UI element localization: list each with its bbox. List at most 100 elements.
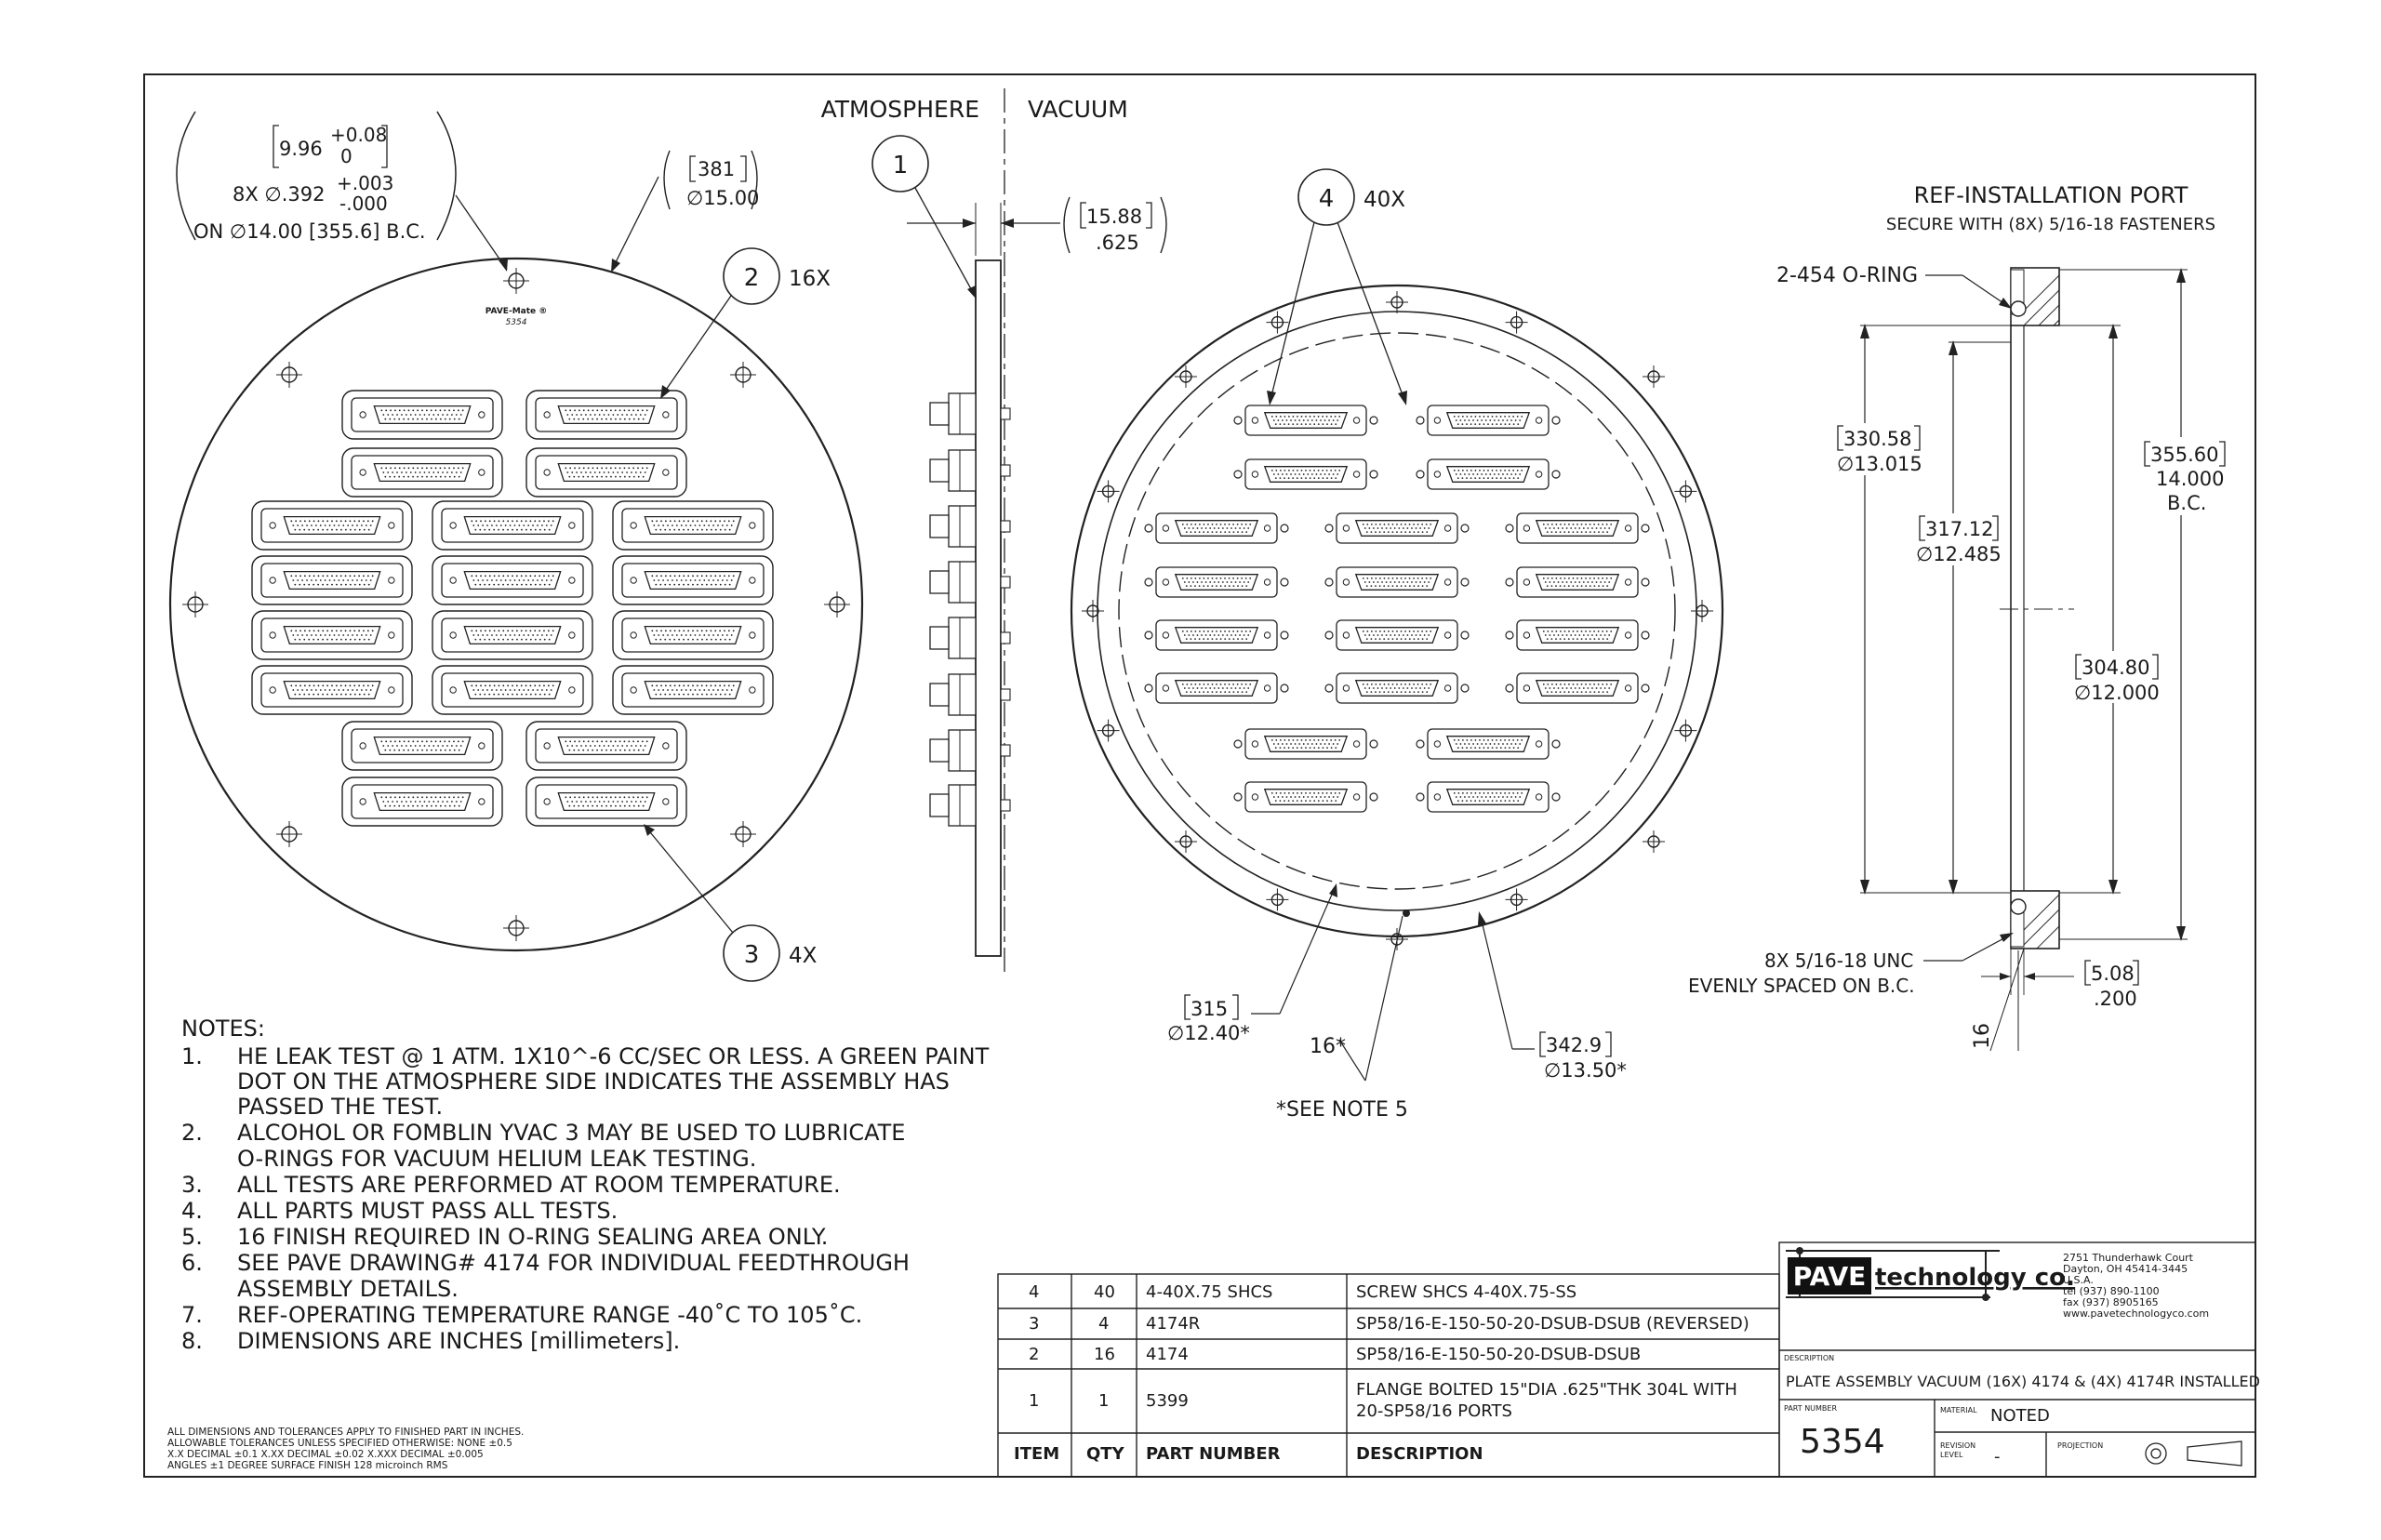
leak-test-dot [1403, 909, 1410, 917]
hole-bolt-circle: ON ∅14.00 [355.6] B.C. [193, 220, 426, 243]
rear-dsub-connector [1505, 566, 1650, 598]
bom-row-part: 4-40X.75 SHCS [1146, 1282, 1273, 1302]
thickness-paren [1063, 196, 1167, 254]
front-plate-outline [168, 257, 864, 952]
dim-outer-bracket [1539, 1031, 1612, 1057]
port-bottom-oring [2010, 898, 2027, 915]
hole-leader [455, 194, 508, 271]
part-number-label: PART NUMBER [1784, 1404, 1838, 1413]
bolt-hole-icon [1097, 719, 1120, 742]
rear-dsub-connector [1416, 405, 1561, 436]
bolt-hole-icon [1082, 600, 1104, 622]
balloon-4-num: 4 [1319, 185, 1335, 213]
bolt-hole-icon [1266, 888, 1289, 911]
note-text: ALCOHOL OR FOMBLIN YVAC 3 MAY BE USED TO… [237, 1120, 906, 1146]
bolt-hole-icon [1505, 311, 1528, 334]
side-connector [929, 505, 1011, 548]
dim-a-arrow-top [1860, 324, 1869, 339]
logo-pave-box [1788, 1257, 1871, 1294]
od-inch: ∅15.00 [686, 187, 759, 209]
bolt-hole-icon [1674, 480, 1697, 503]
hole-leader-arrow [499, 259, 508, 272]
dim-e-mm: 5.08 [2091, 962, 2135, 985]
front-bolt-holes [182, 268, 850, 941]
rear-oring-groove [1118, 332, 1676, 890]
rear-angle-line-b [1364, 915, 1403, 1082]
feedthrough-plate [612, 500, 774, 551]
hole-qty-dia: 8X ∅.392 [233, 183, 325, 206]
address-line: 2751 Thunderhawk Court [2063, 1252, 2193, 1264]
note-number: 2. [181, 1120, 203, 1146]
rear-sealing-ring [1097, 311, 1697, 911]
rear-dsub-connector [1505, 672, 1650, 704]
dim-c-arrow-top [2176, 268, 2186, 283]
dim-c-mm: 355.60 [2150, 444, 2218, 466]
rear-view: 4 40X 315 ∅12.40* 342.9 ∅13.50* 16* *SEE… [1070, 168, 1724, 1122]
port-subtitle: SECURE WITH (8X) 5/16-18 FASTENERS [1886, 215, 2215, 234]
side-connector [929, 449, 1011, 492]
bom-header-desc: DESCRIPTION [1356, 1444, 1483, 1464]
balloon-3-leader [645, 827, 734, 934]
bolt-hole-icon [1643, 365, 1665, 388]
note-text: ASSEMBLY DETAILS. [237, 1276, 459, 1302]
rear-dsub-connector [1324, 672, 1470, 704]
port-title: REF-INSTALLATION PORT [1914, 182, 2188, 208]
od-leader-arrow [611, 259, 620, 272]
front-dsub-connector [260, 617, 404, 653]
side-connector [929, 673, 1011, 716]
revision-value: - [1994, 1447, 2001, 1467]
od-mm-bracket [689, 155, 747, 182]
port-bottom-hatch [2023, 894, 2060, 949]
balloon-2 [723, 247, 780, 305]
rear-dsub-connector [1416, 781, 1561, 813]
note-text: O-RINGS FOR VACUUM HELIUM LEAK TESTING. [237, 1146, 757, 1172]
dim-e-inch: .200 [2094, 988, 2137, 1010]
bom-row-item: 3 [1029, 1314, 1040, 1334]
bom-row-desc: SP58/16-E-150-50-20-DSUB-DSUB [1356, 1345, 1642, 1364]
balloon-4 [1297, 168, 1355, 226]
dim-outer-arrow [1478, 911, 1486, 925]
bom-row-qty: 4 [1098, 1314, 1110, 1334]
tolerance-line: ALLOWABLE TOLERANCES UNLESS SPECIFIED OT… [167, 1438, 512, 1449]
feedthrough-plate [525, 777, 687, 827]
material-value: NOTED [1990, 1406, 2050, 1426]
dim-a-bracket [1837, 425, 1921, 451]
description-label: DESCRIPTION [1784, 1354, 1835, 1362]
note-number: 7. [181, 1302, 203, 1328]
note-text: DIMENSIONS ARE INCHES [millimeters]. [237, 1328, 681, 1354]
bolt-hole-icon [276, 821, 302, 847]
revision-label: REVISION [1940, 1441, 1976, 1450]
dim-b-label-bg [1911, 513, 2004, 565]
rear-dsub-connector [1144, 672, 1289, 704]
dim-e-arrow-b [2024, 973, 2035, 980]
front-dsub-connector [535, 455, 678, 490]
vacuum-label: VACUUM [1028, 96, 1128, 123]
feedthrough-plate [432, 610, 593, 660]
dim-d-label-bg [2069, 651, 2162, 703]
note-number: 4. [181, 1198, 203, 1224]
hole-mm-lower: 0 [340, 145, 352, 167]
bolt-hole-icon [730, 362, 756, 388]
bom-row-qty: 1 [1098, 1391, 1110, 1411]
logo-ic-dot-2 [1982, 1294, 1989, 1301]
bom-header-part: PART NUMBER [1146, 1444, 1281, 1464]
address-line: Dayton, OH 45414-3445 [2063, 1263, 2188, 1275]
side-connector [929, 561, 1011, 604]
rear-angle-line-a [1338, 1039, 1366, 1082]
rear-dsub-connector [1324, 619, 1470, 651]
dim-inner-arrow [1329, 883, 1337, 897]
front-dsub-connector [535, 784, 678, 819]
rear-dsub-connector [1505, 619, 1650, 651]
feedthrough-plate [612, 555, 774, 605]
dim-inner-leader [1279, 887, 1336, 1015]
dim-e-arrow-a [2000, 973, 2011, 980]
dim-d-arrow-top [2108, 324, 2118, 339]
dim-e-bracket [2084, 960, 2139, 986]
note-text: ALL PARTS MUST PASS ALL TESTS. [237, 1198, 619, 1224]
bolt-hole-icon [1175, 830, 1197, 853]
port-oring-arrow [1999, 298, 2012, 309]
front-view: PAVE-Mate ® 5354 9.96 +0.08 0 8X ∅.392 +… [168, 111, 864, 982]
rear-dsub-connector [1144, 566, 1289, 598]
dim-outer-inch: ∅13.50* [1544, 1059, 1627, 1082]
